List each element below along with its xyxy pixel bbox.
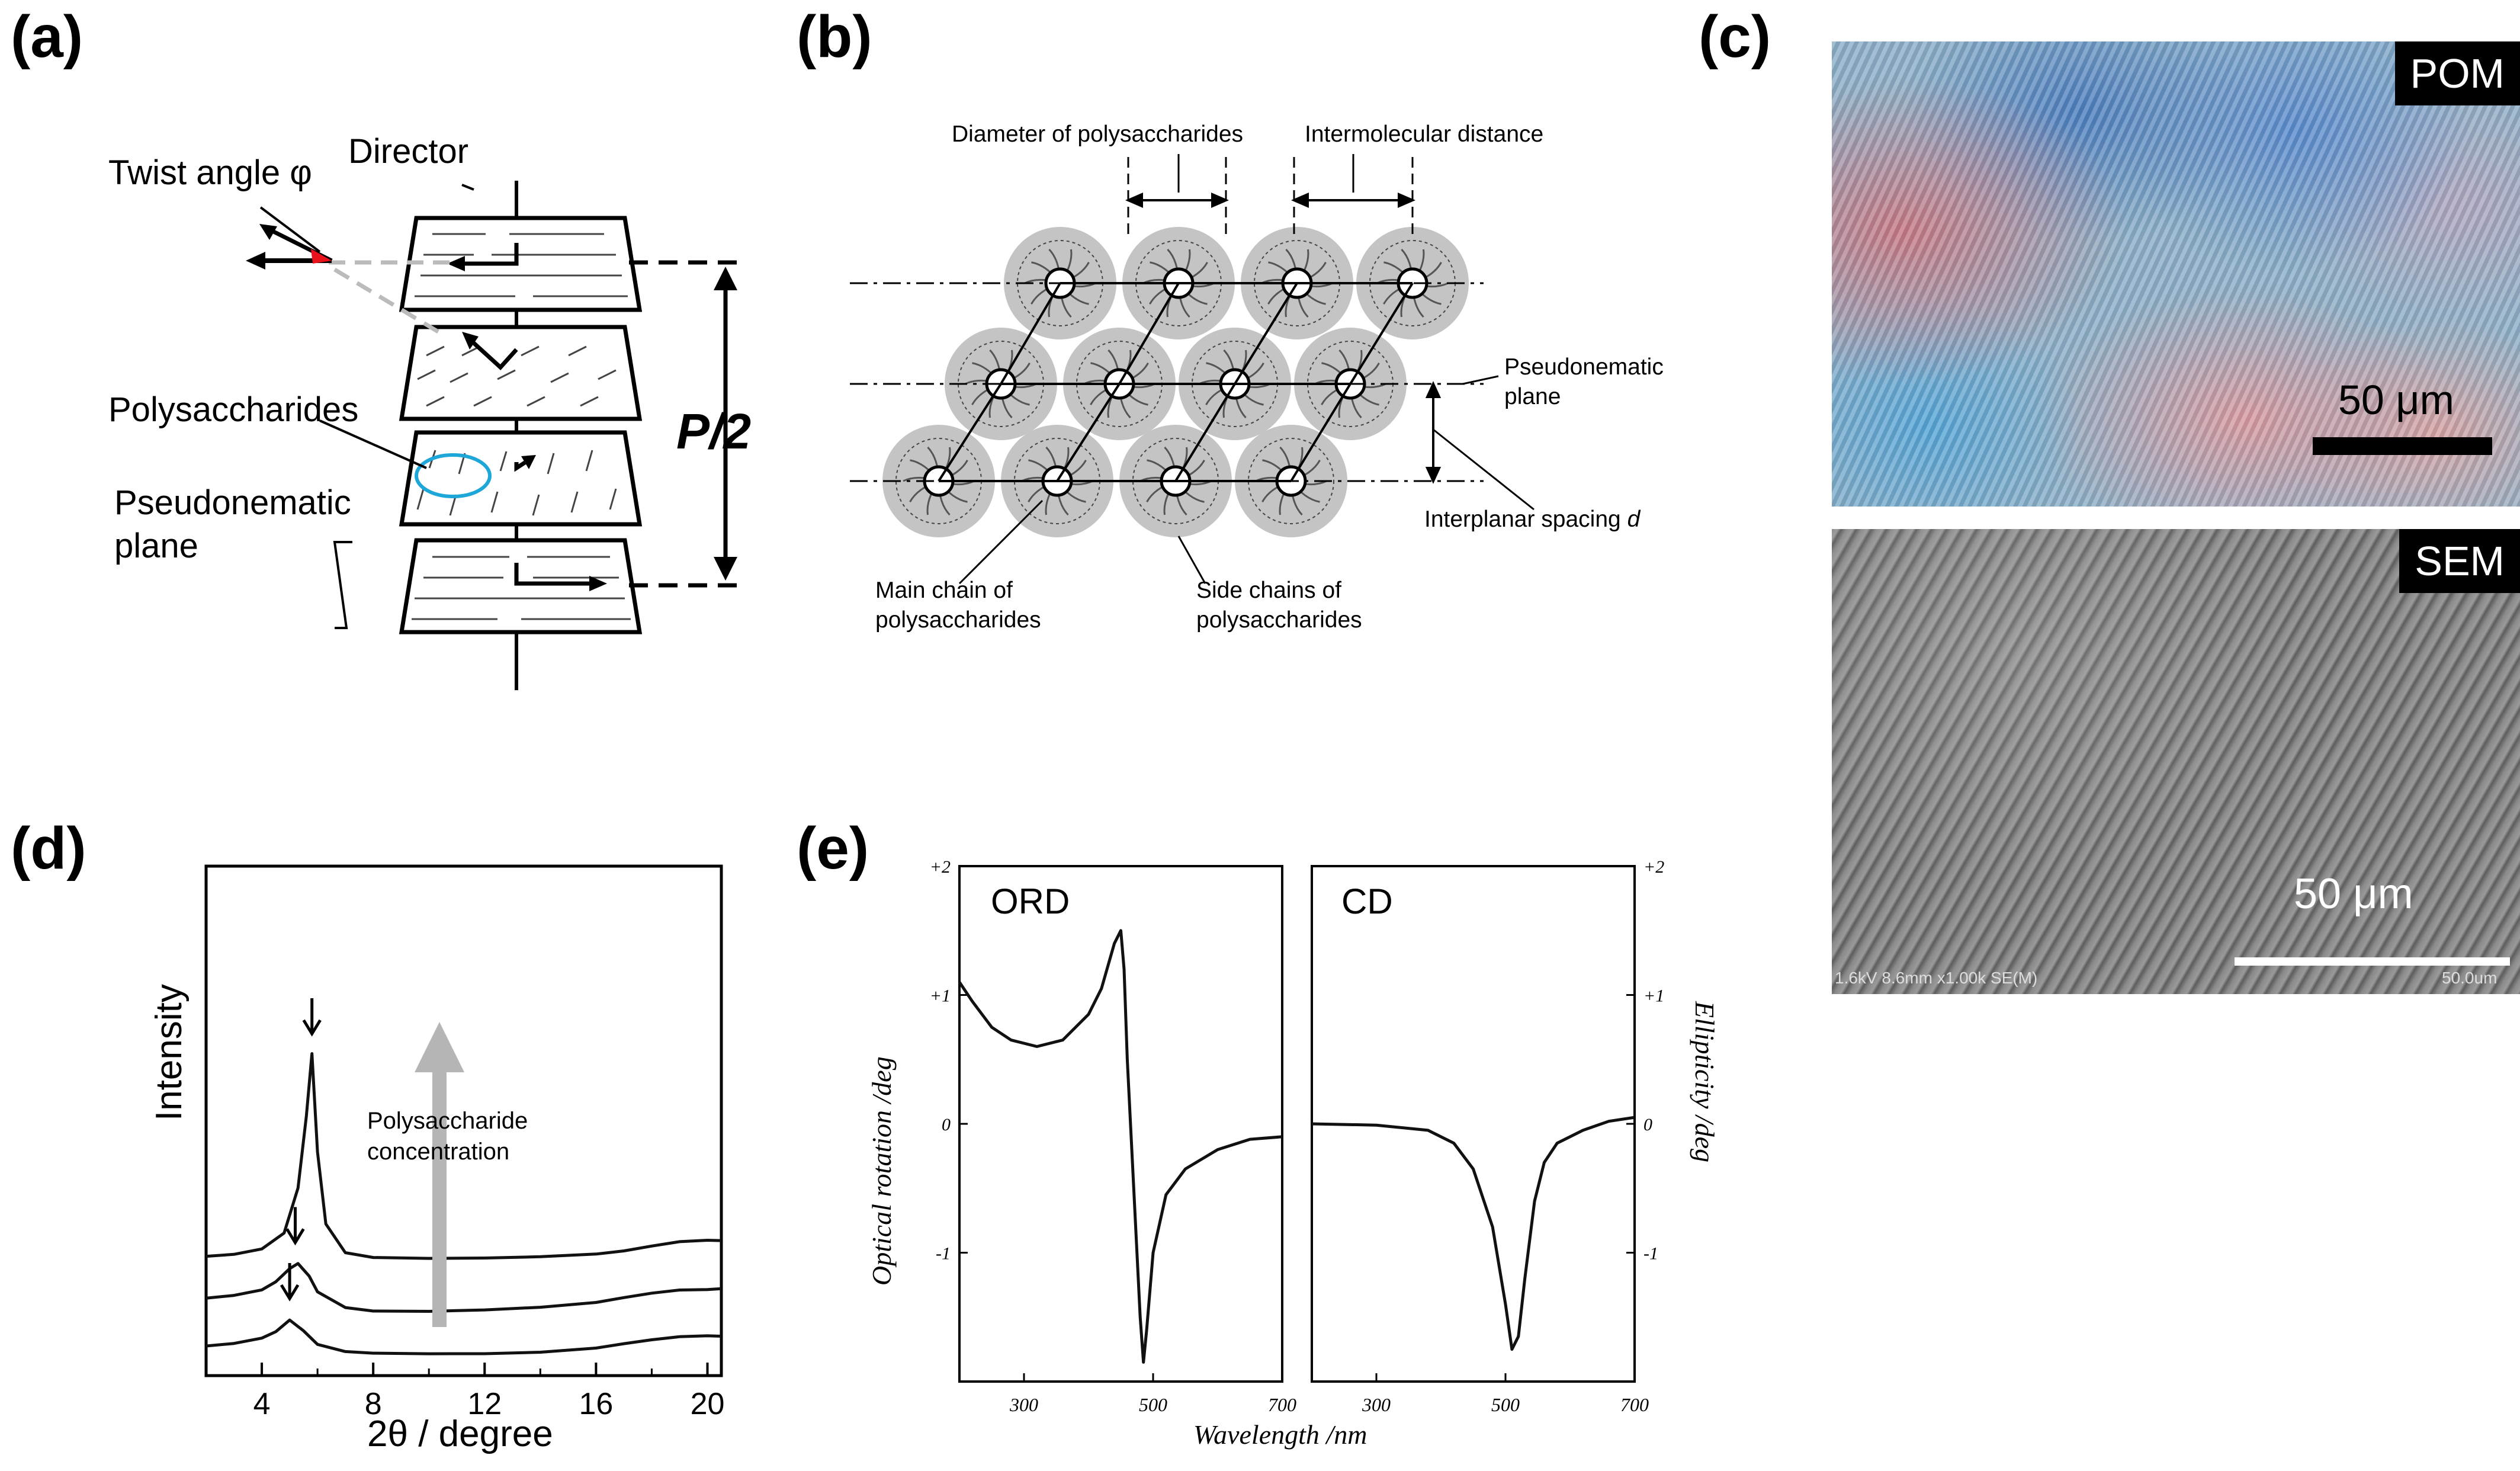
xrd-peak-arrow: [285, 1207, 305, 1246]
polysaccharide-ellipse: [415, 453, 492, 498]
e-xtick-label: 700: [1268, 1394, 1296, 1415]
e-xtick-label: 500: [1139, 1394, 1167, 1415]
diameter-label: Diameter of polysaccharides: [952, 121, 1244, 147]
panel-e-label: (e): [797, 815, 869, 882]
xrd-xtick-label: 4: [253, 1387, 271, 1421]
concentration-arrow: [415, 1022, 464, 1327]
pseudonematic-plane-3: [399, 430, 643, 527]
xrd-chart: 4 8 12 16 20: [204, 864, 725, 1421]
pom-micrograph: POM 50 μm: [1832, 41, 2520, 507]
e-xtick-label: 500: [1491, 1394, 1520, 1415]
e-xlabel: Wavelength /nm: [1193, 1419, 1367, 1450]
ord-curve: [958, 929, 1283, 1364]
e-ytick-label: +1: [930, 986, 951, 1006]
e-ytick-label: +2: [930, 857, 951, 877]
ord-ylabel: Optical rotation /deg: [866, 1056, 897, 1286]
pom-scale-bar: [2313, 437, 2492, 455]
side-chain-label-2: polysaccharides: [1196, 607, 1362, 633]
side-chain-label-1: Side chains of: [1196, 578, 1341, 603]
sem-overlay: [1832, 529, 2520, 994]
xrd-xtick-label: 20: [691, 1387, 725, 1421]
e-xtick-label: 700: [1620, 1394, 1649, 1415]
xrd-xlabel: 2θ / degree: [367, 1414, 553, 1454]
xrd-plot-frame: [204, 864, 723, 1377]
sem-micrograph: SEM 50 μm 1.6kV 8.6mm x1.00k SE(M) 50.0u…: [1832, 529, 2520, 994]
e-ytick-label: +1: [1643, 986, 1664, 1006]
xrd-xtick-label: 12: [467, 1387, 502, 1421]
twist-angle-marker: [311, 249, 332, 264]
intermolecular-distance-label: Intermolecular distance: [1305, 121, 1544, 147]
e-ytick-label: -1: [1643, 1244, 1658, 1264]
xrd-xtick-label: 8: [365, 1387, 382, 1421]
e-ytick-label: 0: [1643, 1115, 1652, 1135]
panel-c-label: (c): [1699, 4, 1771, 70]
xrd-curve: [206, 1052, 722, 1260]
pseudonematic-plane-label-2: plane: [114, 527, 198, 565]
panel-a-label: (a): [11, 4, 84, 70]
xrd-peak-arrow: [280, 1263, 300, 1302]
cd-curve: [1311, 1116, 1635, 1351]
pseudonematic-plane-4: [399, 538, 643, 634]
sem-info-text: 1.6kV 8.6mm x1.00k SE(M): [1835, 969, 2038, 987]
sem-tag: SEM: [2399, 529, 2520, 593]
pseudonematic-plane-label-b1: Pseudonematic: [1504, 354, 1664, 380]
e-ytick-label: +2: [1643, 857, 1664, 877]
ord-title: ORD: [991, 882, 1070, 921]
sem-info-scale: 50.0um: [2442, 969, 2497, 987]
pom-tag: POM: [2394, 41, 2520, 105]
main-chain-label-1: Main chain of: [875, 578, 1013, 603]
interplanar-spacing-text: Interplanar spacing: [1424, 507, 1621, 532]
cd-title: CD: [1341, 882, 1393, 921]
polysaccharides-label: Polysaccharides: [108, 390, 359, 429]
xrd-curve: [206, 1262, 722, 1313]
pseudonematic-plane-label-1: Pseudonematic: [114, 483, 351, 522]
cd-ylabel: Ellipticity /deg: [1690, 1001, 1720, 1163]
ord-cd-chart: 300 500 700 -1 0 +1 +2 300 500 700 -1 0 +1 +2: [930, 857, 1665, 1415]
interplanar-spacing-label: Interplanar spacing d: [1424, 507, 1640, 533]
panel-b-label: (b): [797, 4, 872, 70]
interplanar-spacing-symbol: d: [1627, 507, 1641, 532]
concentration-label-2: concentration: [367, 1139, 510, 1165]
pseudonematic-plane-1: [399, 216, 643, 312]
polysaccharide-packing-diagram: [850, 154, 1535, 585]
cholesteric-structure-diagram: [246, 181, 746, 690]
panel-d-label: (d): [11, 815, 86, 882]
e-ytick-label: 0: [942, 1115, 951, 1135]
sem-scale-bar: [2235, 957, 2510, 966]
e-xtick-label: 300: [1009, 1394, 1038, 1415]
xrd-peak-arrow: [302, 998, 322, 1037]
concentration-label-1: Polysaccharide: [367, 1108, 528, 1134]
main-chain-label-2: polysaccharides: [875, 607, 1041, 633]
xrd-curve: [206, 1318, 722, 1355]
e-xtick-label: 300: [1362, 1394, 1391, 1415]
half-pitch-label: P/2: [676, 403, 752, 459]
pom-scale-label: 50 μm: [2338, 377, 2454, 423]
xrd-xtick-label: 16: [579, 1387, 613, 1421]
pseudonematic-plane-label-b2: plane: [1504, 384, 1561, 409]
twist-angle-label: Twist angle φ: [108, 153, 312, 192]
e-ytick-label: -1: [936, 1244, 951, 1264]
director-label: Director: [348, 132, 469, 171]
pseudonematic-plane-2: [399, 325, 643, 421]
sem-scale-label: 50 μm: [2294, 870, 2413, 918]
